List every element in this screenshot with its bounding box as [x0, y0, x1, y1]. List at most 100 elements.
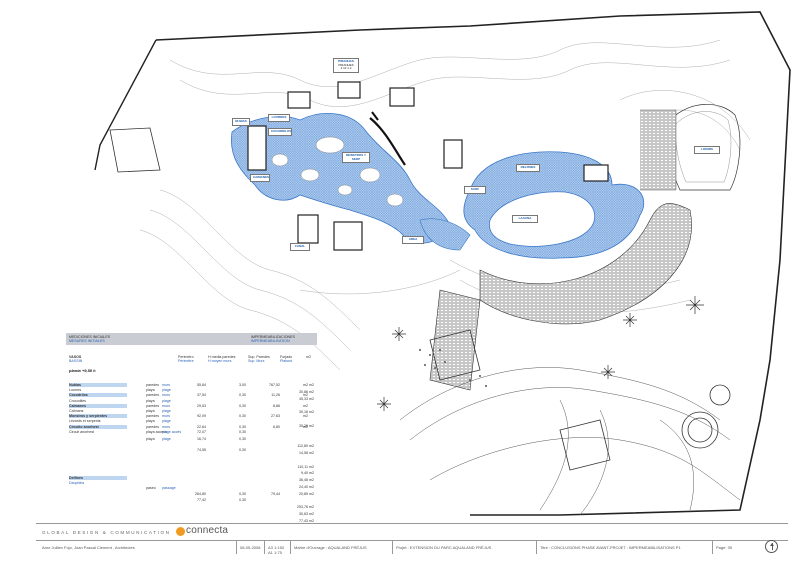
- plan-label: LOURRES: [268, 114, 290, 122]
- row-unit: m2: [303, 414, 308, 419]
- row-perimeter: 74,55: [197, 448, 206, 452]
- row-total: 112,80 m2: [297, 444, 314, 449]
- row-name: Lourres: [69, 388, 82, 393]
- titre: Titre : CONCLUSIONS PHASE AVANT-PROJET :…: [540, 545, 681, 550]
- row-height: 0,30: [239, 448, 246, 452]
- plan-label: AREA: [402, 236, 424, 244]
- col-vasos: VASOS: [69, 355, 82, 359]
- level-label: planta +9,58 h: [69, 368, 96, 373]
- col-header-sup: Sup. Paredes Sup. Murs: [248, 355, 270, 363]
- col-sup-paredes: Sup. Paredes: [248, 355, 270, 359]
- row-sub: playa: [146, 409, 155, 413]
- col-perimetro: Perimetro: [178, 355, 194, 359]
- plan-label: COCODRILOS: [268, 128, 292, 136]
- row-sub-fr: plage accès: [162, 429, 182, 434]
- row-sub: playa acceso: [146, 429, 167, 434]
- row-total: 14,58 m2: [299, 451, 314, 455]
- row-surface: 27,63: [271, 414, 280, 419]
- row-total: 20,85 m2: [299, 491, 314, 496]
- page-number: Page: 39: [716, 545, 733, 550]
- row-sub: paredes: [146, 414, 159, 419]
- row-perimeter: 72,07: [197, 429, 206, 434]
- row-surface: 79,44: [271, 492, 280, 496]
- row-total: 36,46 m2: [299, 478, 314, 483]
- row-height: 0,30: [239, 414, 246, 419]
- row-name: Crocodiles: [69, 398, 86, 403]
- plan-label-title: SURF: [470, 187, 480, 191]
- projet: Projet : EXTENSION DU PARC AQUALAND FRÉJ…: [396, 545, 492, 550]
- row-height: 0,30: [239, 498, 246, 502]
- table-header-left: MEDICIONES INICIALES MESURES INITIALES: [69, 335, 110, 343]
- row-unit: m2: [303, 393, 308, 398]
- row-sub-fr: murs: [162, 393, 170, 398]
- table-row: Delfines: [66, 476, 317, 480]
- plan-label: SURF: [464, 186, 486, 194]
- brand-tagline: GLOBAL DESIGN & COMMUNICATION: [42, 530, 171, 535]
- header-right-fr: IMPERMEABILISATION: [251, 339, 290, 343]
- date: 08-05-2008: [240, 545, 261, 550]
- row-perimeter: 29,53: [197, 403, 206, 408]
- table-row: 74,55 0,30: [66, 448, 317, 452]
- col-header-h-media: H media paredes H moyen murs: [208, 355, 235, 363]
- plan-label-title: LAGUNA: [518, 216, 532, 220]
- row-sub: playa: [146, 437, 155, 441]
- row-name: Caimanes: [69, 403, 127, 408]
- row-height: 0,30: [239, 429, 246, 434]
- plan-label: LOISIRS: [694, 146, 720, 154]
- row-sub-fr: plage: [162, 437, 171, 441]
- footer-divider: [536, 540, 537, 554]
- row-sub: paredes: [146, 393, 159, 398]
- north-arrow-icon: [765, 540, 778, 553]
- brand-logo: connecta: [186, 525, 229, 536]
- table-header-right: IMPERMEABILIZACIONES IMPERMEABILISATION: [251, 335, 295, 343]
- row-sub-fr: murs: [162, 403, 170, 408]
- format-a1: A1 1:75: [268, 550, 282, 555]
- connecta-logo-icon: [176, 527, 185, 536]
- footer-rule-mid: [36, 540, 788, 541]
- col-header-vasos: VASOS BASSIN: [69, 355, 82, 363]
- col-perimetre: Périmètre: [178, 359, 194, 363]
- row-sub-fr: plage: [162, 388, 171, 393]
- row-total: 30,63 m2: [299, 512, 314, 517]
- table-header-band: [66, 333, 317, 345]
- header-left-fr: MESURES INITIALES: [69, 339, 105, 343]
- col-forjado: Forjado: [280, 355, 293, 359]
- plan-label-title: LOURRES: [271, 115, 287, 119]
- row-height: 0,30: [239, 424, 246, 429]
- col-header-m2: m2: [306, 355, 311, 359]
- row-name: Lézards et serpents: [69, 419, 101, 424]
- row-sub-fr: passage: [162, 486, 176, 490]
- col-header-forjado: Forjado Plafond: [280, 355, 292, 363]
- format: A3 1:150 A1 1:75: [268, 545, 284, 555]
- row-name: Delfines: [69, 476, 127, 480]
- footer-divider: [290, 540, 291, 554]
- architects: Arne Jullien Fojo, Joan Pascal Clement ,…: [42, 545, 135, 550]
- plan-label-title: NUBIAS: [235, 119, 247, 123]
- footer-divider: [236, 540, 237, 554]
- row-total: 9,40 m2: [301, 471, 314, 476]
- plan-label-line: PIRANHES: [338, 62, 354, 67]
- row-sub: paredes: [146, 424, 159, 429]
- row-surface: 11,26: [271, 393, 280, 398]
- row-total: m2: [309, 383, 314, 387]
- row-unit: m2: [303, 424, 308, 429]
- plan-label: NUBIAS: [232, 118, 250, 126]
- plan-label-title: AREA: [408, 237, 418, 241]
- row-name: Cocodrilos: [69, 393, 127, 398]
- footer-divider: [264, 540, 265, 554]
- row-unit: m2: [303, 403, 308, 408]
- plan-label-title: CAIMANES: [253, 175, 270, 179]
- row-total: 30,16 m2: [299, 410, 314, 415]
- row-name: Caïmans: [69, 409, 84, 413]
- format-a3: A3 1:150: [268, 545, 285, 550]
- row-name: Monstros y serpientes: [69, 414, 127, 419]
- row-perimeter: 22,64: [197, 424, 206, 429]
